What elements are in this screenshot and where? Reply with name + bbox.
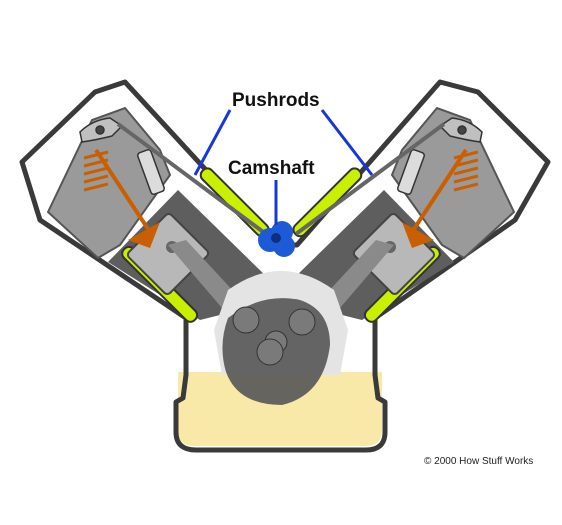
right-cylinder-head [390,106,516,260]
crank-journal-top-right [288,308,316,336]
camshaft-lobe [258,221,295,257]
valve-spring-icon [83,148,479,234]
pushrods-label: Pushrods [232,90,320,111]
spark-plug-icon [136,149,426,195]
left-valve-head [128,222,160,248]
pushrods-callout-left [193,109,232,176]
crank-journal-top-left [232,306,260,334]
left-pushrod [116,122,268,236]
camshaft-label: Camshaft [228,158,315,179]
pushrods-callout-right [320,109,374,176]
right-valve-head [402,222,434,248]
engine-block-outline [19,79,551,453]
right-pushrod [294,122,446,236]
oil-sump [178,372,382,446]
copyright-notice: © 2000 How Stuff Works [424,456,534,467]
rocker-arm-icon [79,117,483,143]
left-cylinder-head [46,106,172,260]
crank-journal-bottom [256,338,284,366]
